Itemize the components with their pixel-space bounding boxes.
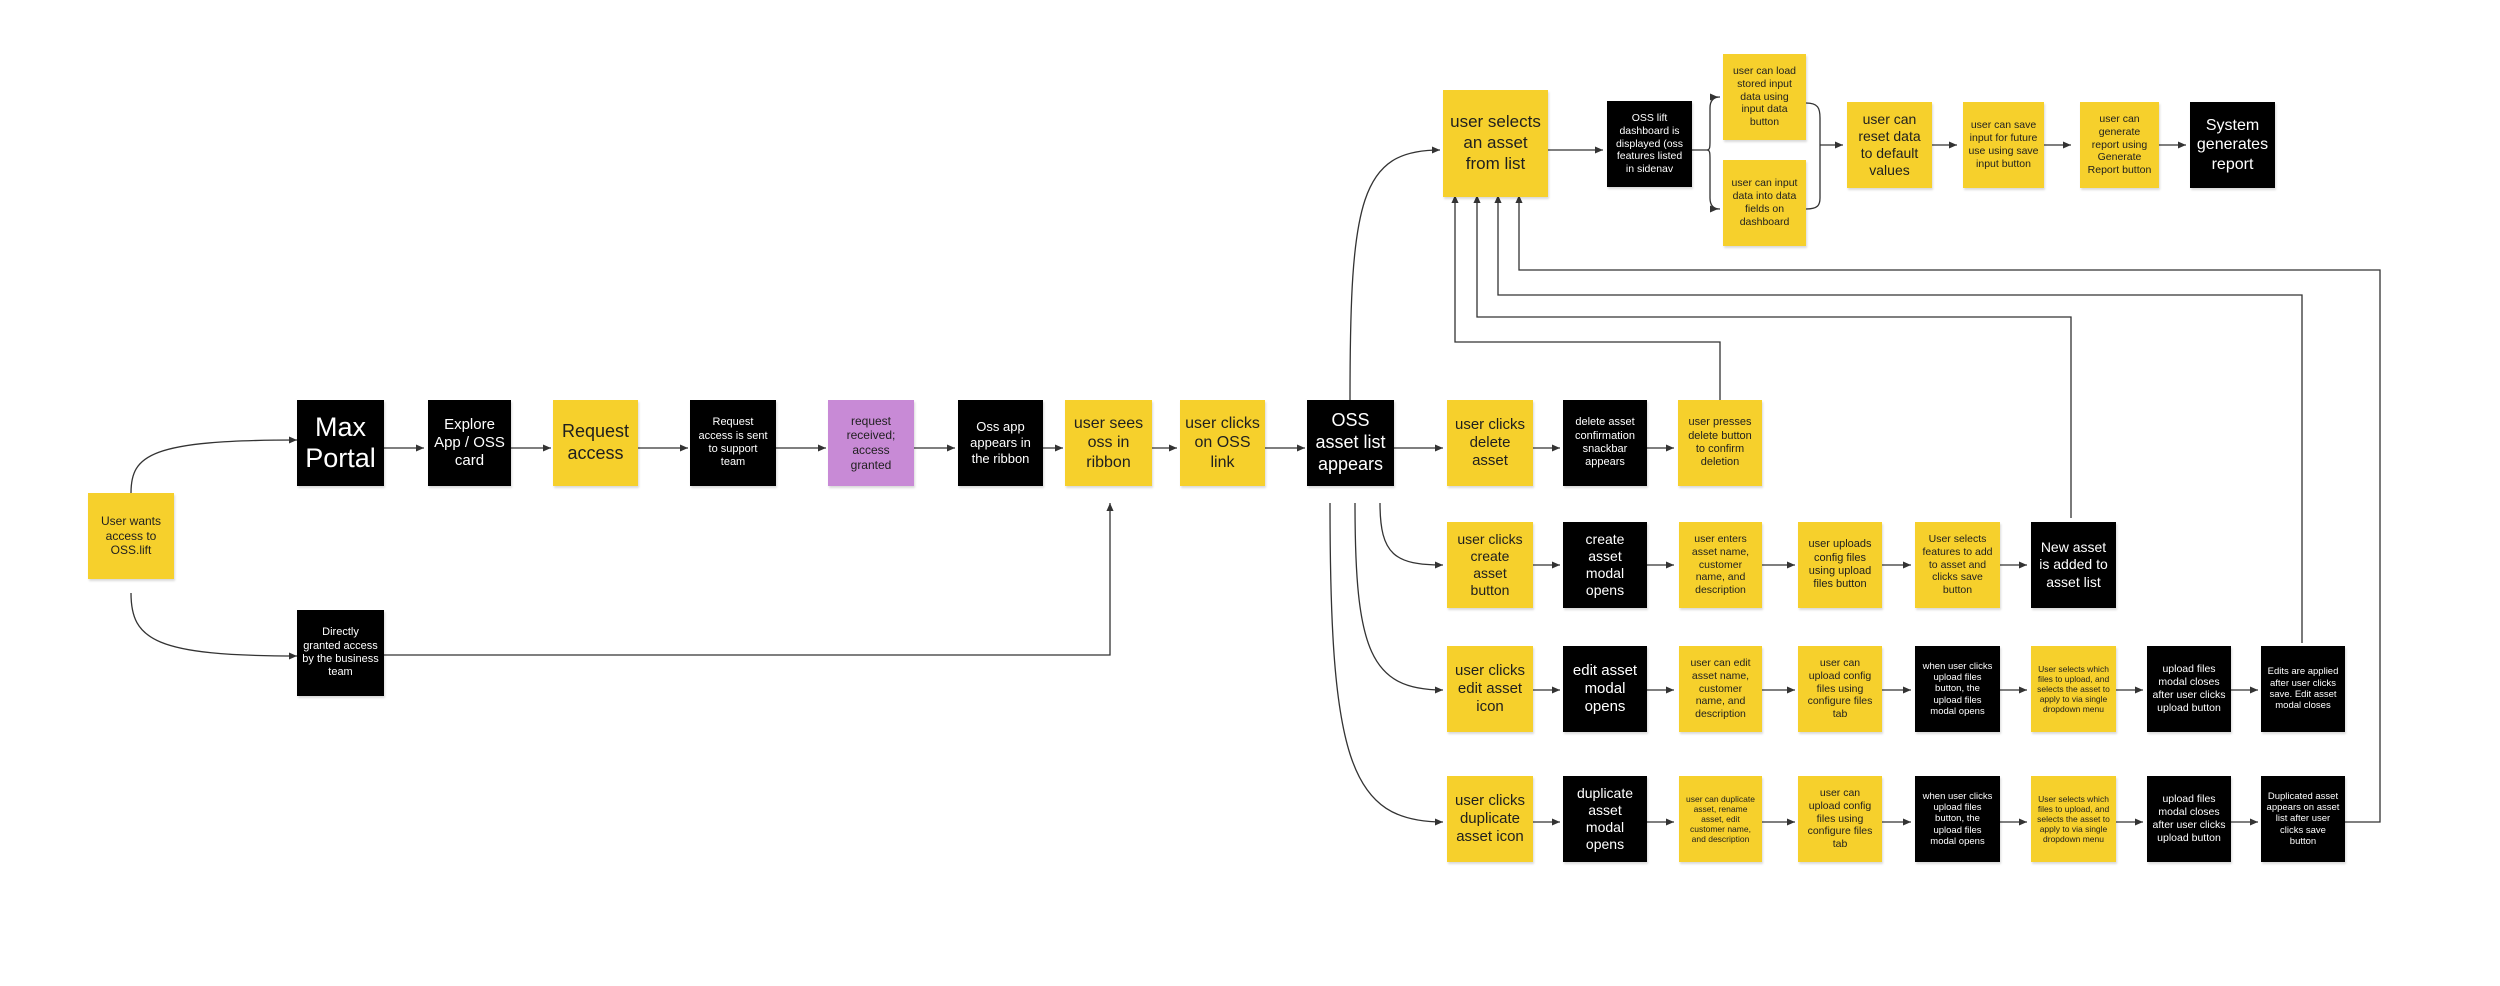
edit-upload-config-node: user can upload config files using confi… xyxy=(1798,646,1882,732)
generate-report-node: user can generate report using Generate … xyxy=(2080,102,2159,188)
edit-modal-closes-node: upload files modal closes after user cli… xyxy=(2147,646,2231,732)
system-report-node: System generates report xyxy=(2190,102,2275,188)
dup-upload-modal-node: when user clicks upload files button, th… xyxy=(1915,776,2000,862)
request-access-node: Request access xyxy=(553,400,638,486)
connector xyxy=(1379,502,1444,569)
input-data-node: user can input data into data fields on … xyxy=(1723,160,1806,246)
clicks-create-node: user clicks create asset button xyxy=(1447,522,1533,608)
max-portal-node: Max Portal xyxy=(297,400,384,486)
dup-selects-files-node: User selects which files to upload, and … xyxy=(2031,776,2116,862)
presses-delete-node: user presses delete button to confirm de… xyxy=(1678,400,1762,486)
edit-modal-node: edit asset modal opens xyxy=(1563,646,1647,732)
connector xyxy=(1805,102,1821,210)
clicks-duplicate-node: user clicks duplicate asset icon xyxy=(1447,776,1533,862)
duplicated-appears-node: Duplicated asset appears on asset list a… xyxy=(2261,776,2345,862)
dashboard-displayed-node: OSS lift dashboard is displayed (oss fea… xyxy=(1607,101,1692,187)
request-sent-node: Request access is sent to support team xyxy=(690,400,776,486)
clicks-delete-node: user clicks delete asset xyxy=(1447,400,1533,486)
selects-features-node: User selects features to add to asset an… xyxy=(1915,522,2000,608)
user-wants-access-node: User wants access to OSS.lift xyxy=(88,493,174,579)
save-input-node: user can save input for future use using… xyxy=(1963,102,2044,188)
user-selects-asset-node: user selects an asset from list xyxy=(1443,90,1548,197)
oss-asset-list-node: OSS asset list appears xyxy=(1307,400,1394,486)
request-received-node: request received; access granted xyxy=(828,400,914,486)
directly-granted-node: Directly granted access by the business … xyxy=(297,610,384,696)
delete-snackbar-node: delete asset confirmation snackbar appea… xyxy=(1563,400,1647,486)
connector xyxy=(130,592,298,660)
dup-modal-closes-node: upload files modal closes after user cli… xyxy=(2147,776,2231,862)
new-asset-added-node: New asset is added to asset list xyxy=(2031,522,2116,608)
edit-asset-name-node: user can edit asset name, customer name,… xyxy=(1679,646,1762,732)
connector xyxy=(1515,195,2381,823)
load-input-node: user can load stored input data using in… xyxy=(1723,54,1806,140)
connector xyxy=(1349,146,1441,401)
duplicate-modal-node: duplicate asset modal opens xyxy=(1563,776,1647,862)
connector xyxy=(1451,195,1721,400)
edits-applied-node: Edits are applied after user clicks save… xyxy=(2261,646,2345,732)
connector xyxy=(1706,149,1721,210)
connector xyxy=(384,503,1114,656)
create-modal-node: create asset modal opens xyxy=(1563,522,1647,608)
edit-selects-files-node: User selects which files to upload, and … xyxy=(2031,646,2116,732)
uploads-config-node: user uploads config files using upload f… xyxy=(1798,522,1882,608)
oss-app-ribbon-node: Oss app appears in the ribbon xyxy=(958,400,1043,486)
dup-asset-name-node: user can duplicate asset, rename asset, … xyxy=(1679,776,1762,862)
user-clicks-oss-node: user clicks on OSS link xyxy=(1180,400,1265,486)
connector xyxy=(1329,502,1444,826)
explore-app-node: Explore App / OSS card xyxy=(428,400,511,486)
connector xyxy=(1473,195,2072,518)
connector xyxy=(130,436,298,494)
reset-data-node: user can reset data to default values xyxy=(1847,102,1932,188)
connector xyxy=(1354,502,1444,694)
connector xyxy=(1494,195,2303,643)
enters-asset-name-node: user enters asset name, customer name, a… xyxy=(1679,522,1762,608)
clicks-edit-node: user clicks edit asset icon xyxy=(1447,646,1533,732)
dup-upload-config-node: user can upload config files using confi… xyxy=(1798,776,1882,862)
connector xyxy=(1692,96,1721,151)
user-sees-oss-node: user sees oss in ribbon xyxy=(1065,400,1152,486)
edit-upload-modal-node: when user clicks upload files button, th… xyxy=(1915,646,2000,732)
